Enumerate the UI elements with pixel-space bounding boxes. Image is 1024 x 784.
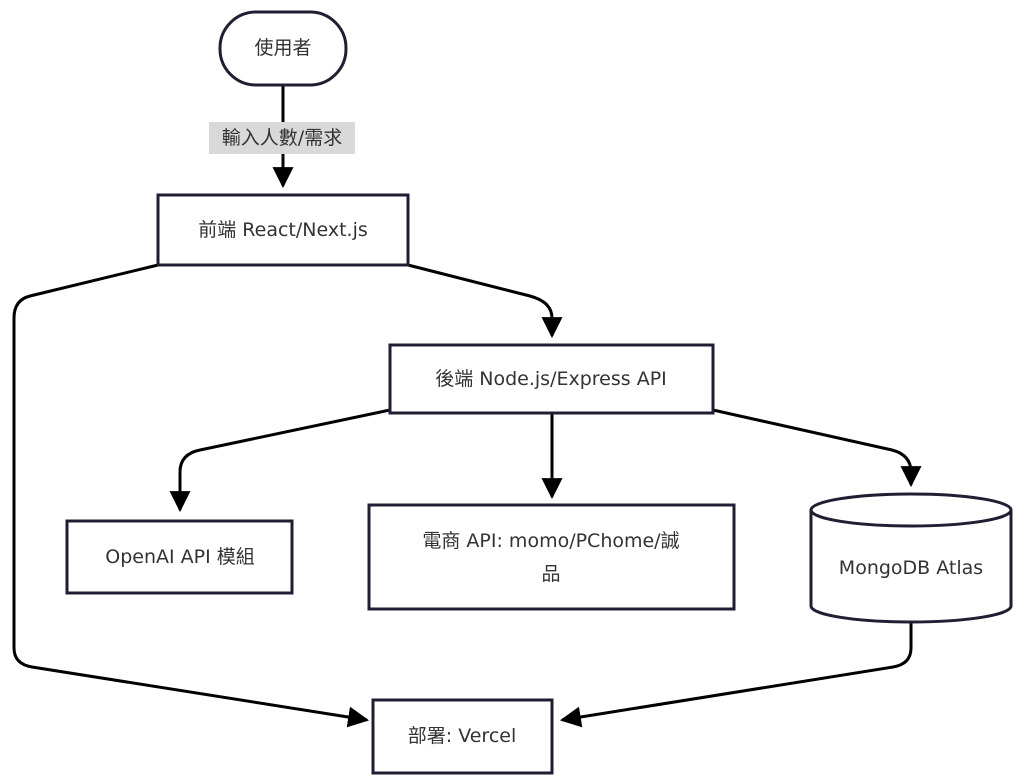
node-mongodb: MongoDB Atlas <box>809 492 1013 624</box>
edges <box>12 86 922 728</box>
node-mongodb-label: MongoDB Atlas <box>839 557 983 579</box>
node-user-label: 使用者 <box>254 37 311 59</box>
node-deploy-label: 部署: Vercel <box>408 725 516 747</box>
edge-frontend-to-deploy <box>12 263 370 728</box>
node-ecommerce: 電商 API: momo/PChome/誠 品 <box>367 503 736 611</box>
edge-frontend-to-backend <box>407 263 563 339</box>
node-ecommerce-label-line2: 品 <box>541 563 560 585</box>
node-openai-label: OpenAI API 模組 <box>105 546 255 568</box>
edge-label-user-to-frontend: 輸入人數/需求 <box>209 122 355 154</box>
node-backend-label: 後端 Node.js/Express API <box>435 368 667 390</box>
node-frontend-label: 前端 React/Next.js <box>198 219 368 241</box>
node-frontend: 前端 React/Next.js <box>156 193 410 267</box>
node-user: 使用者 <box>218 10 348 87</box>
edge-mongodb-to-deploy <box>559 622 913 728</box>
edge-label-text: 輸入人數/需求 <box>222 127 342 149</box>
edge-backend-to-mongodb <box>712 408 922 488</box>
node-openai: OpenAI API 模組 <box>65 519 294 595</box>
node-ecommerce-label-line1: 電商 API: momo/PChome/誠 <box>422 530 679 552</box>
edge-backend-to-openai <box>169 408 391 513</box>
node-backend: 後端 Node.js/Express API <box>388 343 715 415</box>
node-deploy: 部署: Vercel <box>371 698 554 775</box>
